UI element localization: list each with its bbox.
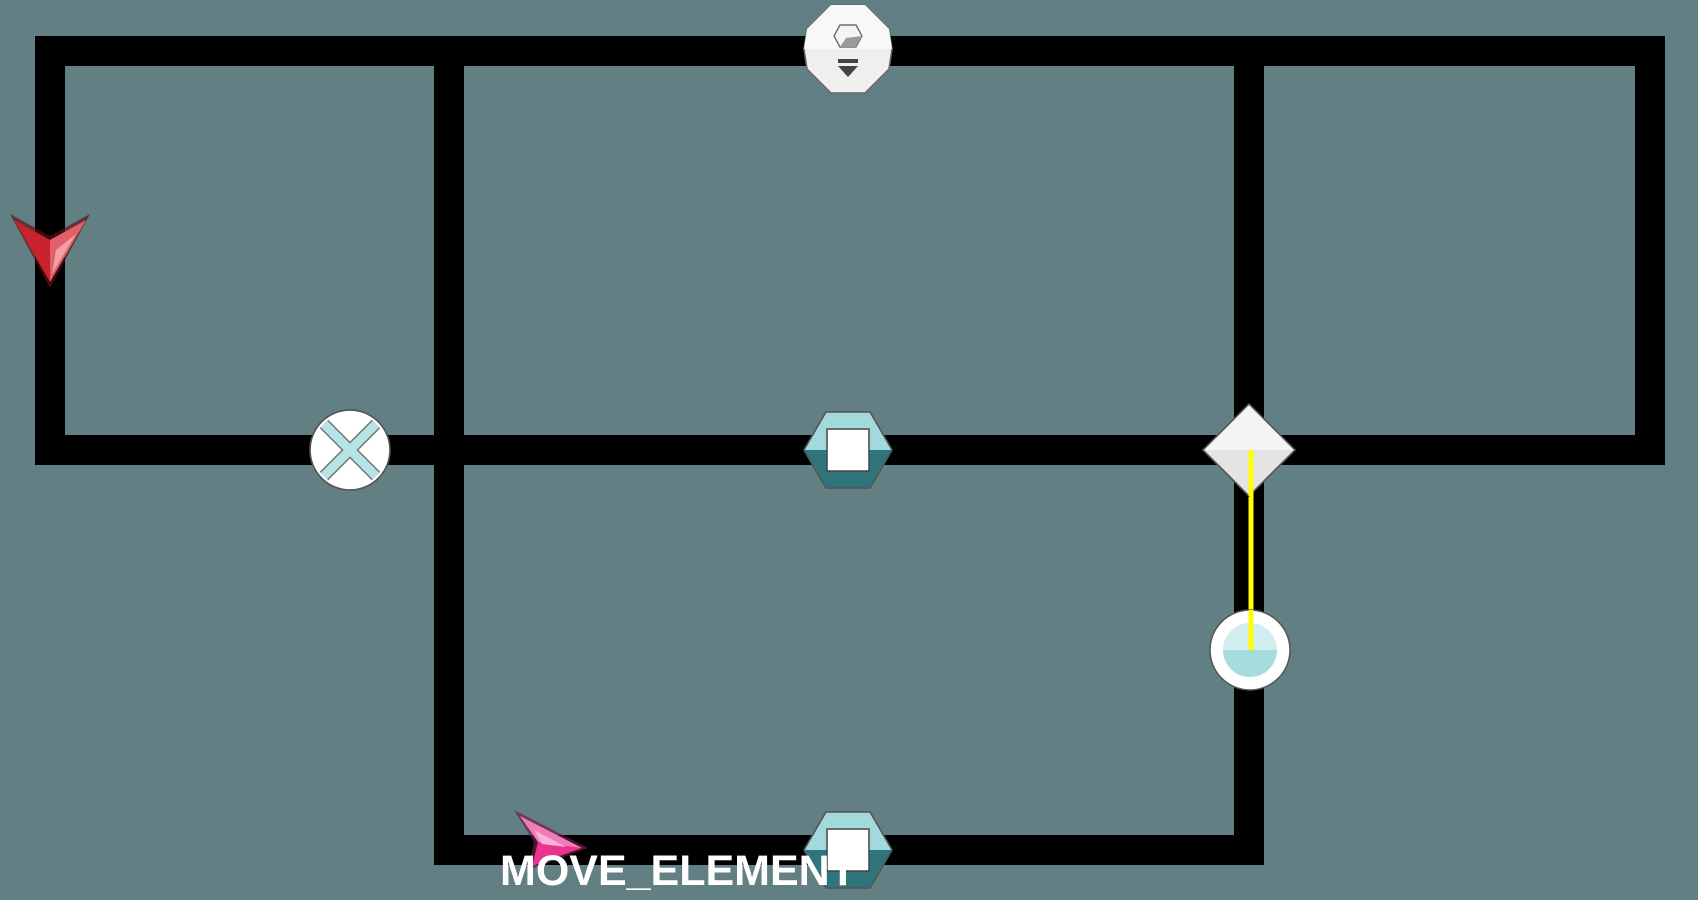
arrow-down-icon [10, 214, 90, 288]
hex-square-icon [803, 411, 893, 489]
diamond-icon [1201, 402, 1297, 498]
box-switch-piece-bottom[interactable] [803, 811, 893, 889]
box-switch-piece-center[interactable] [803, 411, 893, 489]
diamond-piece[interactable] [1201, 402, 1297, 498]
pink-arrow-cursor[interactable] [514, 810, 588, 870]
red-arrow-piece[interactable] [10, 214, 90, 288]
hexagon-drop-icon [833, 24, 863, 77]
arrow-right-icon [514, 810, 588, 870]
half-circle-piece[interactable] [1209, 609, 1291, 691]
x-circle-icon [319, 419, 381, 481]
crossing-piece[interactable] [309, 409, 391, 491]
hex-square-icon [803, 811, 893, 889]
action-label: MOVE_ELEMENT [500, 847, 856, 895]
spawner-piece[interactable] [803, 4, 893, 94]
